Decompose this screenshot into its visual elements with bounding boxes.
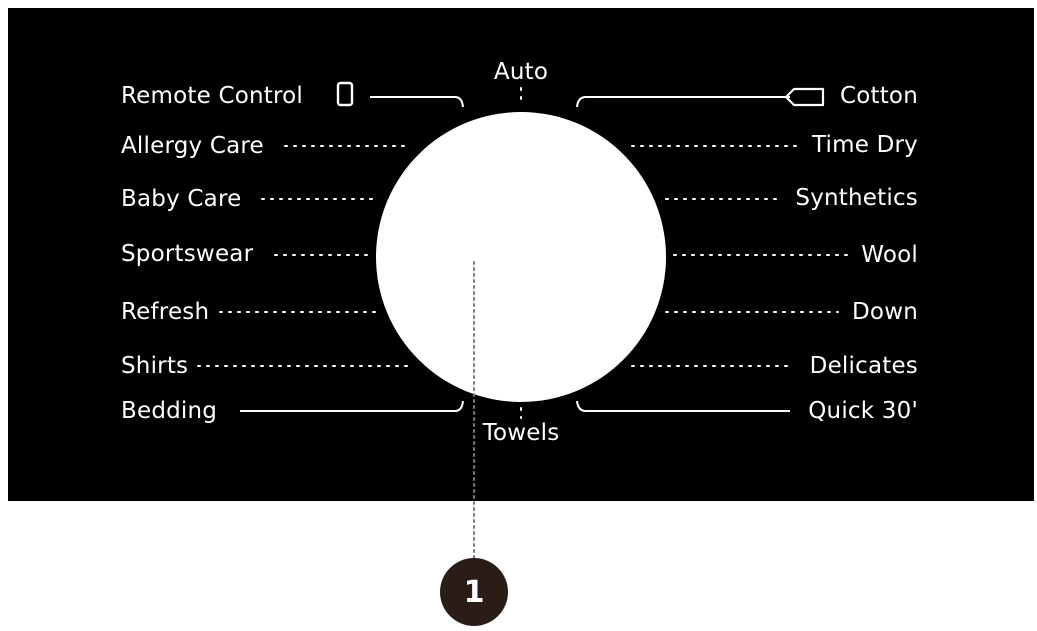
program-remote-control: Remote Control [121, 83, 303, 109]
callout-number-badge: 1 [440, 558, 508, 626]
program-towels: Towels [482, 420, 560, 446]
program-down: Down [852, 299, 918, 325]
program-allergy-care: Allergy Care [121, 133, 264, 159]
program-refresh: Refresh [121, 299, 210, 325]
leader-bedding [240, 400, 464, 412]
leader-remote-control [370, 96, 464, 108]
program-quick-30: Quick 30' [808, 398, 918, 424]
program-cotton: Cotton [839, 83, 918, 109]
program-delicates: Delicates [809, 353, 918, 379]
program-synthetics: Synthetics [795, 185, 918, 211]
tag-icon [784, 87, 826, 107]
program-auto: Auto [493, 59, 549, 85]
leader-quick30 [576, 400, 790, 412]
program-sportswear: Sportswear [121, 241, 254, 267]
smartphone-icon [336, 81, 354, 107]
program-wool: Wool [861, 242, 918, 268]
program-shirts: Shirts [121, 353, 189, 379]
leader-cotton [576, 96, 790, 108]
program-bedding: Bedding [121, 398, 218, 424]
program-time-dry: Time Dry [812, 132, 918, 158]
program-dial-knob[interactable] [376, 112, 666, 402]
program-baby-care: Baby Care [121, 186, 242, 212]
